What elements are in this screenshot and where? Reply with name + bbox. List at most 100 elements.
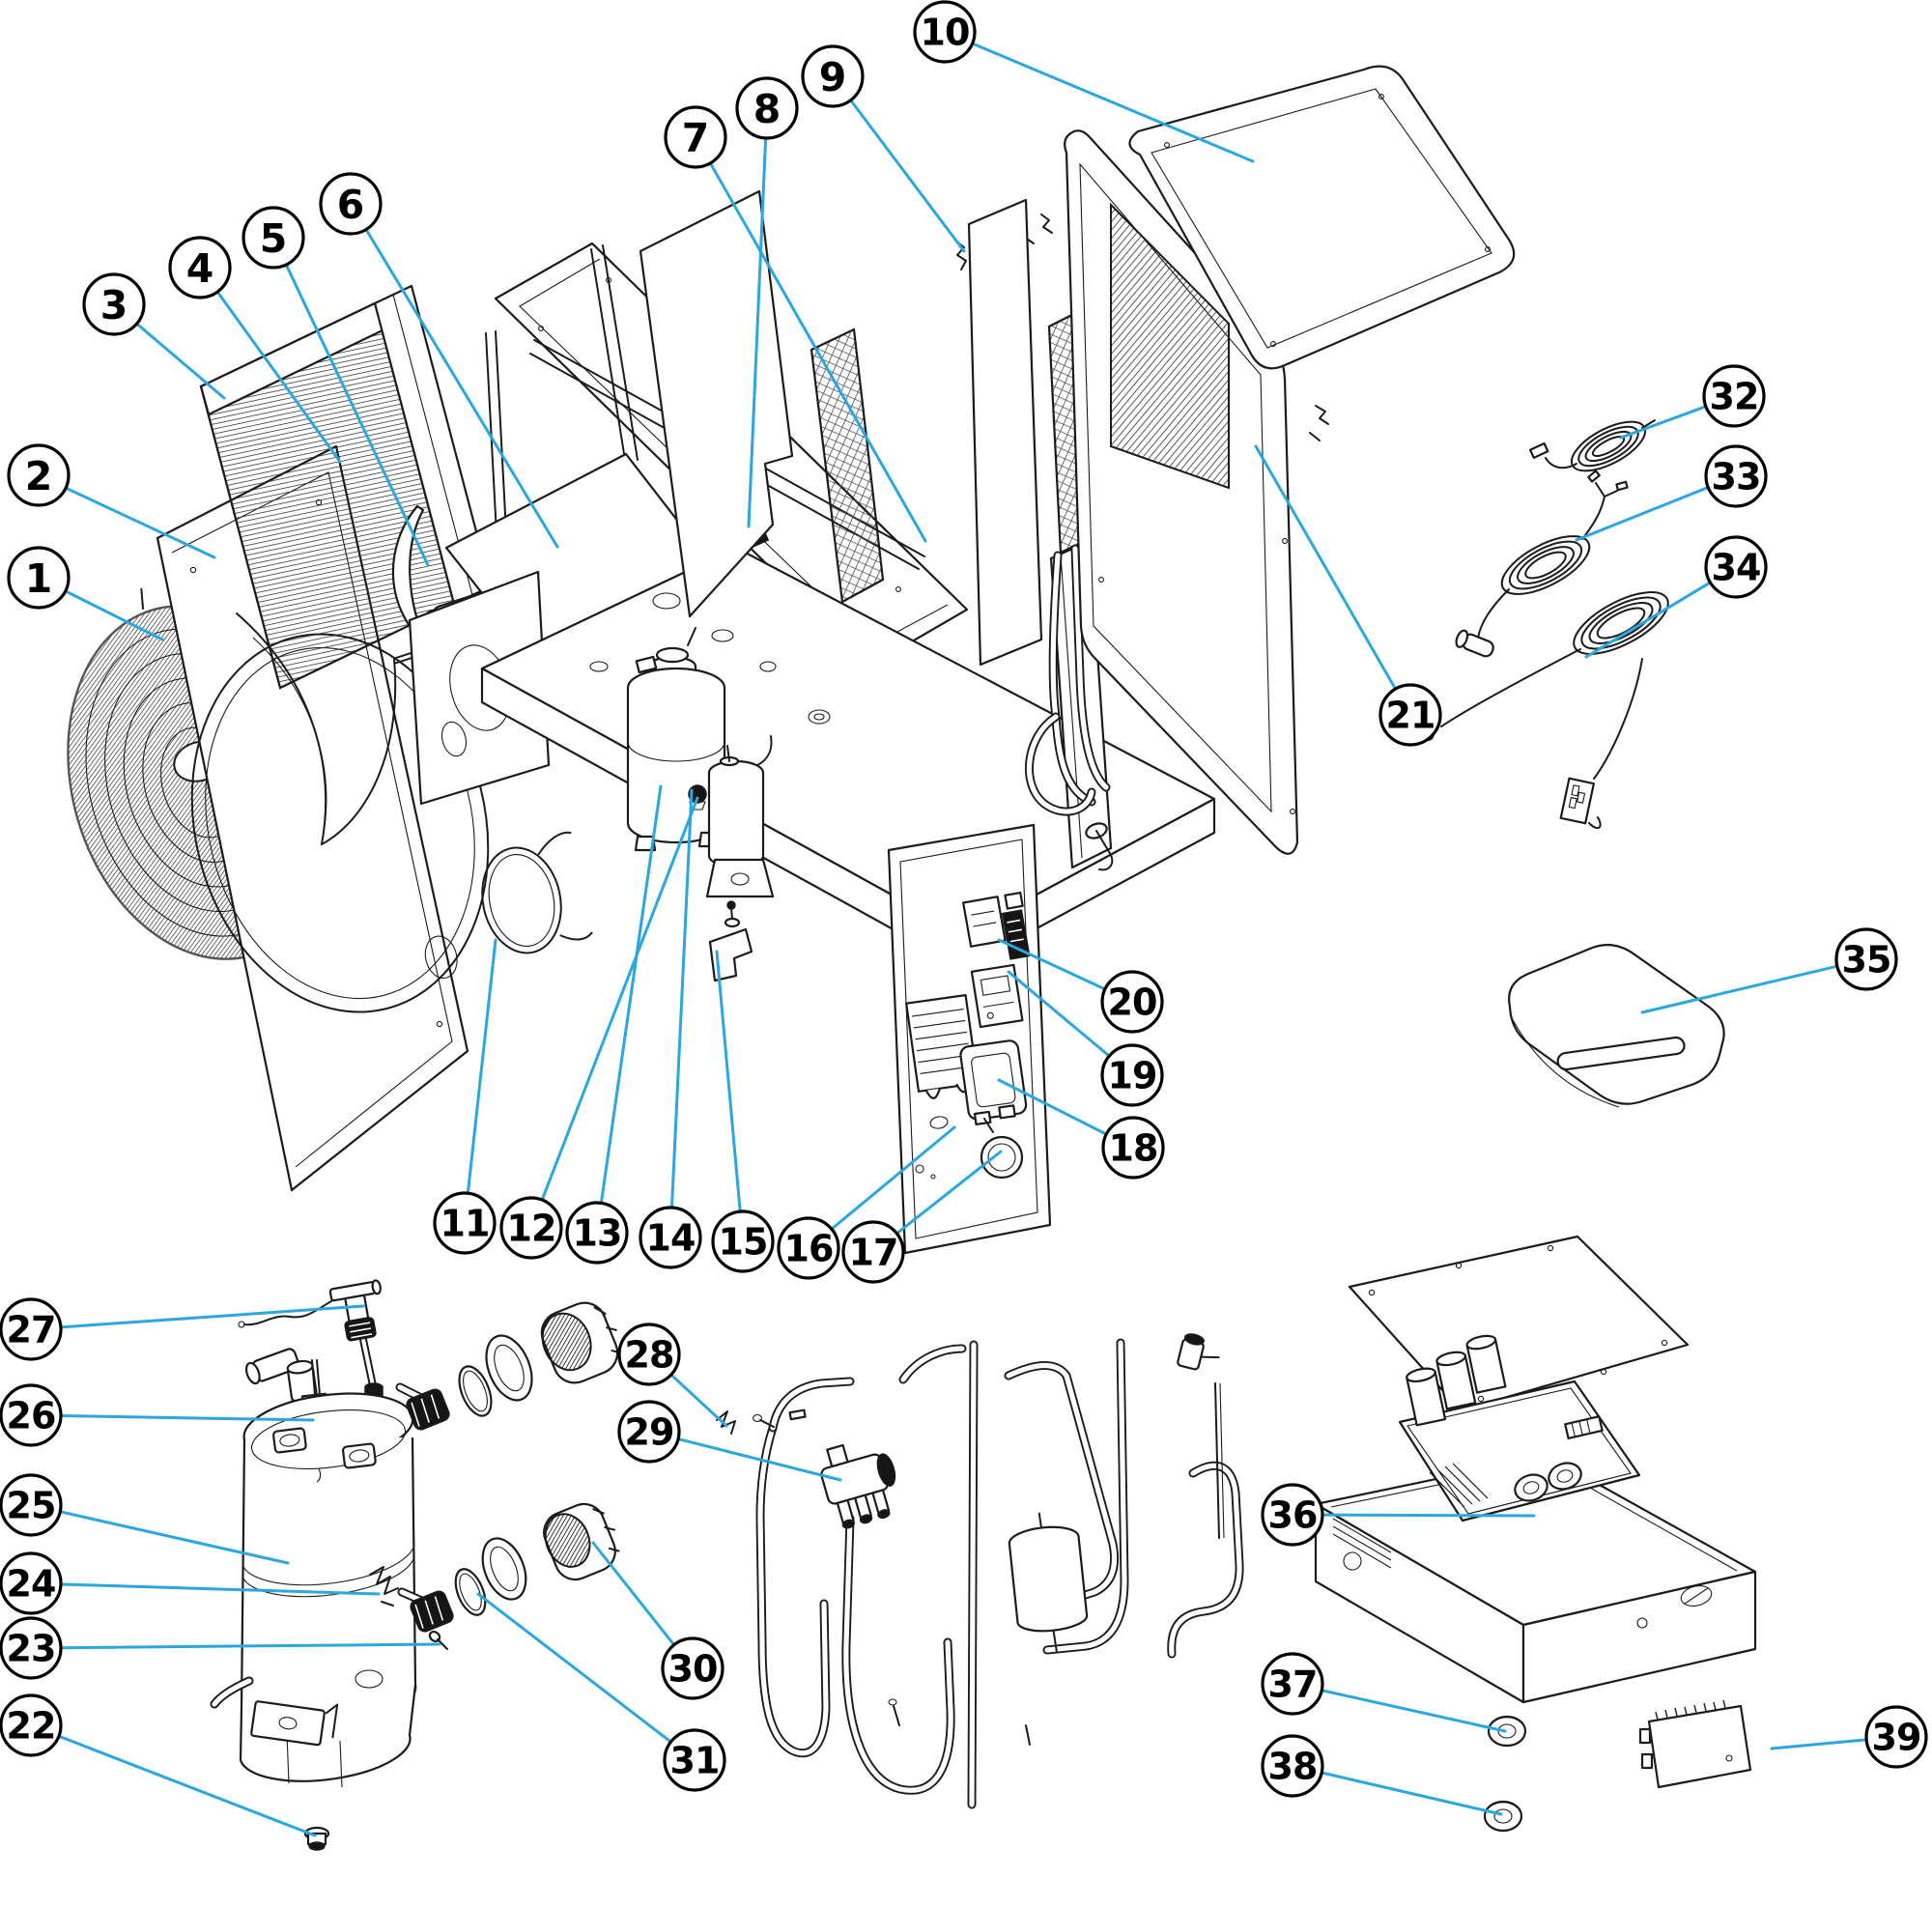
callout-circle-35 [1834, 927, 1898, 991]
callout-31: 31 [663, 1728, 726, 1792]
callout-6: 6 [319, 172, 383, 236]
pcb-module-drawing [1638, 1699, 1752, 1789]
leader-line-28 [669, 1373, 728, 1428]
leader-line-3 [135, 322, 226, 400]
top-cover-drawing [1128, 65, 1516, 370]
callout-circle-17 [841, 1220, 905, 1284]
leader-line-25 [58, 1510, 290, 1565]
callout-38: 38 [1261, 1734, 1324, 1798]
callout-number-3: 3 [100, 282, 128, 328]
piping-assembly-drawing [716, 1333, 1244, 1809]
callout-circle-36 [1261, 1483, 1324, 1547]
cable-32-drawing [1528, 419, 1656, 472]
callout-circle-6 [319, 172, 383, 236]
leader-line-39 [1770, 1738, 1868, 1750]
callout-circle-11 [433, 1191, 497, 1255]
grommet-38-drawing [1483, 1800, 1523, 1833]
callout-circle-1 [7, 546, 71, 610]
callout-circle-2 [7, 443, 71, 507]
callout-23: 23 [0, 1616, 63, 1680]
callout-number-34: 34 [1712, 547, 1761, 589]
callout-25: 25 [0, 1473, 63, 1537]
callout-number-15: 15 [719, 1221, 768, 1264]
callout-number-24: 24 [7, 1563, 56, 1606]
callout-circle-5 [242, 206, 305, 270]
callout-32: 32 [1702, 364, 1766, 428]
evaporator-coil-drawing [199, 284, 493, 690]
leader-line-18 [997, 1078, 1108, 1136]
callout-20: 20 [1100, 970, 1164, 1034]
callout-circle-28 [617, 1323, 681, 1386]
callout-circle-26 [0, 1383, 63, 1447]
callout-circle-14 [639, 1206, 702, 1269]
callout-circle-20 [1100, 970, 1164, 1034]
callout-number-5: 5 [260, 215, 288, 262]
callout-number-29: 29 [625, 1411, 674, 1454]
callout-13: 13 [565, 1201, 629, 1265]
leader-lines [57, 42, 1868, 1837]
callout-circle-22 [0, 1693, 63, 1757]
callout-9: 9 [801, 44, 865, 108]
callout-2: 2 [7, 443, 71, 507]
leader-line-8 [747, 136, 768, 528]
leader-line-9 [849, 99, 966, 253]
hose-ring-drawing [481, 831, 593, 954]
callout-number-31: 31 [670, 1740, 720, 1782]
grommet-37-drawing [1487, 1715, 1527, 1748]
leader-line-15 [715, 950, 742, 1213]
callout-number-2: 2 [25, 453, 53, 499]
callout-number-39: 39 [1872, 1717, 1921, 1759]
callout-number-28: 28 [625, 1334, 674, 1377]
callout-number-38: 38 [1268, 1746, 1318, 1788]
leader-line-38 [1320, 1771, 1503, 1816]
callout-36: 36 [1261, 1483, 1324, 1547]
callout-15: 15 [711, 1209, 775, 1273]
callout-circle-8 [735, 76, 799, 140]
callout-number-27: 27 [7, 1309, 56, 1351]
callout-circle-12 [499, 1196, 563, 1260]
leader-line-13 [599, 784, 663, 1205]
callout-circle-27 [0, 1297, 63, 1361]
leader-line-23 [59, 1642, 441, 1650]
callout-number-12: 12 [507, 1208, 556, 1250]
callout-number-33: 33 [1712, 456, 1761, 498]
callout-11: 11 [433, 1191, 497, 1255]
compressor-drawing [626, 627, 775, 982]
callout-circle-34 [1704, 535, 1768, 599]
leader-line-2 [64, 486, 216, 559]
leader-line-1 [64, 589, 164, 641]
callout-number-4: 4 [186, 245, 214, 292]
callout-8: 8 [735, 76, 799, 140]
leader-line-31 [476, 1592, 672, 1744]
callout-number-9: 9 [819, 54, 847, 100]
callout-circle-15 [711, 1209, 775, 1273]
callout-circle-39 [1864, 1705, 1928, 1769]
callout-22: 22 [0, 1693, 63, 1757]
callout-number-19: 19 [1108, 1055, 1157, 1097]
callout-number-25: 25 [7, 1485, 56, 1527]
callout-number-21: 21 [1386, 695, 1435, 737]
callout-circle-10 [913, 0, 977, 64]
callout-number-30: 30 [668, 1648, 718, 1691]
callout-circle-4 [168, 236, 232, 299]
leader-line-33 [1575, 486, 1710, 542]
callout-number-23: 23 [7, 1628, 56, 1670]
leader-line-16 [830, 1125, 956, 1231]
leader-line-30 [591, 1541, 676, 1647]
callout-circle-16 [777, 1216, 840, 1280]
callout-circle-38 [1261, 1734, 1324, 1798]
callout-33: 33 [1704, 444, 1768, 508]
callout-1: 1 [7, 546, 71, 610]
leader-line-34 [1584, 581, 1712, 659]
callout-number-7: 7 [682, 115, 710, 161]
leader-line-19 [1007, 970, 1111, 1058]
callout-number-32: 32 [1710, 376, 1759, 418]
electrical-box-drawing [1314, 1235, 1757, 1833]
callout-35: 35 [1834, 927, 1898, 991]
callout-number-20: 20 [1108, 981, 1157, 1024]
callout-3: 3 [82, 272, 146, 336]
callout-30: 30 [661, 1636, 724, 1700]
leader-line-11 [466, 938, 497, 1195]
callout-14: 14 [639, 1206, 702, 1269]
callout-7: 7 [664, 105, 727, 169]
